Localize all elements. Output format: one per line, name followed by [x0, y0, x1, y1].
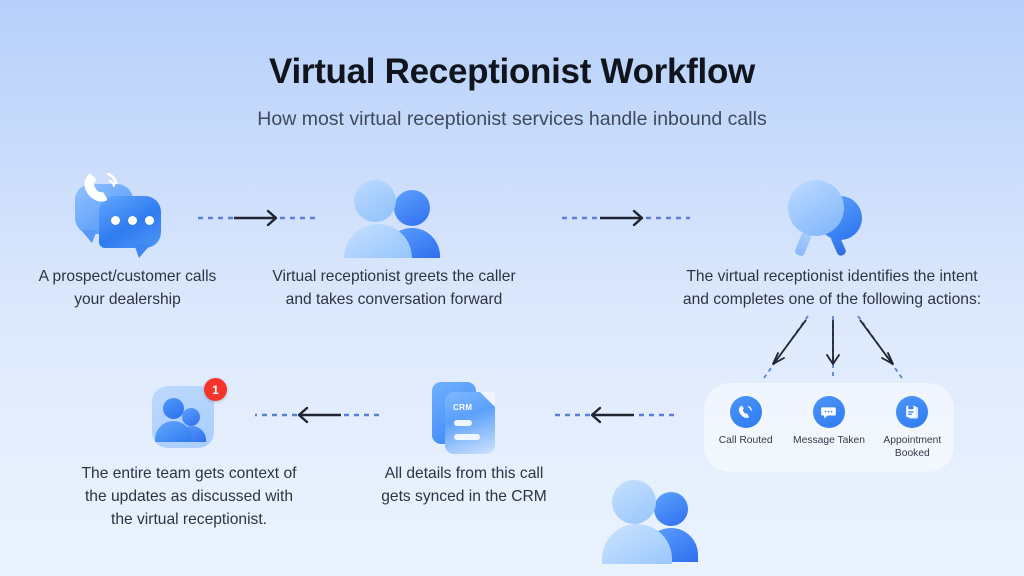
step-1-caption-line-1: A prospect/customer calls — [38, 268, 217, 285]
crm-label: CRM — [453, 403, 473, 412]
action-call-routed-label: Call Routed — [707, 435, 785, 448]
step-5-caption-line-2: the updates as discussed with — [84, 487, 294, 505]
connector-1-to-2 — [198, 209, 320, 227]
action-appointment-booked[interactable]: Appointment Booked — [873, 396, 951, 461]
step-3-caption-line-2: and completes one of the following actio… — [682, 290, 982, 308]
message-icon — [812, 396, 845, 428]
calendar-icon — [896, 396, 929, 428]
step-2-caption-line-2: and takes conversation forward — [285, 290, 503, 308]
page-subtitle: How most virtual receptionist services h… — [257, 108, 767, 130]
step-4-caption-line-2: gets synced in the CRM — [381, 487, 547, 505]
magnifying-glasses-icon — [786, 178, 872, 262]
step-1-caption: A prospect/customer calls your dealershi… — [6, 266, 249, 312]
actions-row: Call Routed Message Taken — [704, 383, 954, 472]
team-notification-icon: 1 — [152, 378, 227, 456]
step-4-caption-line-1: All details from this call — [384, 465, 544, 482]
action-appointment-booked-label-line-2: Booked — [894, 447, 930, 459]
phone-icon — [729, 396, 762, 428]
branch-left — [763, 315, 809, 379]
typing-dots-icon — [111, 216, 154, 225]
connector-3-to-4 — [550, 406, 674, 424]
two-people-icon — [344, 176, 442, 258]
crm-document-icon: CRM — [432, 378, 502, 458]
action-call-routed[interactable]: Call Routed — [707, 396, 785, 448]
step-2-caption-line-1: Virtual receptionist greets the caller — [272, 268, 516, 285]
step-3-caption-line-1: The virtual receptionist identifies the … — [686, 268, 978, 285]
phone-chat-bubbles-icon — [73, 170, 173, 260]
action-appointment-booked-label-line-1: Appointment — [883, 435, 942, 446]
action-message-taken-label: Message Taken — [790, 435, 868, 448]
step-5-caption-line-3: the virtual receptionist. — [110, 510, 267, 528]
step-4-caption: All details from this call gets synced i… — [348, 463, 580, 509]
branch-center — [826, 316, 840, 380]
step-5-caption: The entire team gets context of the upda… — [44, 463, 334, 532]
action-call-routed-label-line-1: Call Routed — [718, 435, 773, 446]
step-3-caption: The virtual receptionist identifies the … — [640, 266, 1024, 312]
page-title: Virtual Receptionist Workflow — [269, 52, 755, 91]
step-2-caption: Virtual receptionist greets the caller a… — [248, 266, 540, 312]
decorative-two-people-icon — [602, 474, 704, 576]
connector-4-to-5 — [255, 406, 379, 424]
step-5-caption-line-1: The entire team gets context of — [81, 465, 297, 482]
handset-icon — [84, 172, 118, 202]
notification-badge: 1 — [204, 378, 227, 401]
connector-2-to-3 — [562, 209, 690, 227]
action-message-taken-label-line-1: Message Taken — [793, 435, 865, 446]
action-appointment-booked-label: Appointment Booked — [873, 435, 951, 461]
branch-arrows — [763, 315, 903, 380]
action-message-taken[interactable]: Message Taken — [790, 396, 868, 448]
step-1-caption-line-2: your dealership — [74, 290, 181, 308]
branch-right — [857, 315, 903, 379]
